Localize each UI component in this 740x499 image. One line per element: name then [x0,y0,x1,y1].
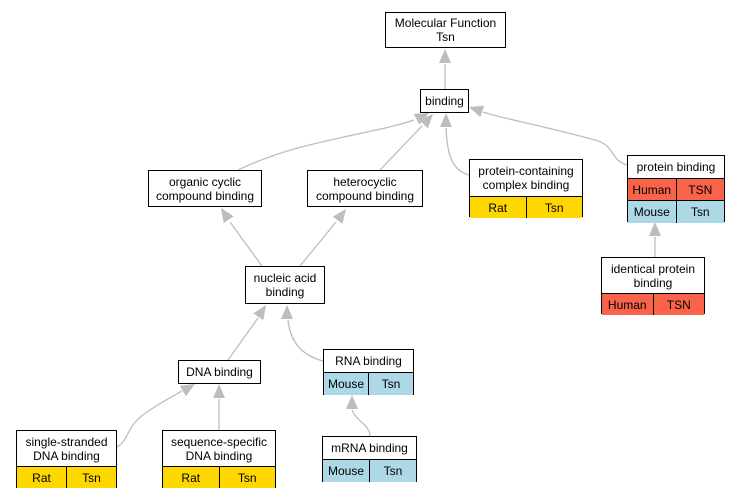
annotation-row: Rat Tsn [163,466,275,488]
arrowhead-organic-to-binding [413,113,429,125]
arrowhead-ipb-to-pb [649,222,661,236]
annotation-row: Mouse Tsn [323,459,416,482]
gene-cell: Tsn [369,460,416,482]
node-protein-containing-complex-binding[interactable]: protein-containing complex binding Rat T… [469,159,583,218]
arrowhead-mrna-to-rna [346,395,358,409]
annotation-row: Mouse Tsn [628,200,724,223]
edge-rna-to-nab [287,319,324,362]
annotation-row: Mouse Tsn [324,372,413,395]
species-cell: Human [628,179,676,200]
edge-ssdna-to-dna [116,390,183,448]
arrowhead-ssdna-to-dna [179,384,195,397]
node-label: organic cyclic compound binding [155,174,255,203]
node-label: mRNA binding [331,441,408,455]
arrowhead-pccb-to-binding [440,113,452,127]
species-cell: Mouse [324,373,368,395]
arrowhead-nab-to-organic [221,208,234,223]
gene-cell: Tsn [675,201,724,223]
node-label: binding [425,94,464,108]
node-single-stranded-dna-binding[interactable]: single-stranded DNA binding Rat Tsn [16,430,117,488]
node-label: single-stranded DNA binding [25,434,108,463]
arrowhead-hetero-to-binding [419,114,433,129]
node-heterocyclic-compound-binding[interactable]: heterocyclic compound binding [307,170,423,207]
node-label: protein binding [636,160,716,174]
node-sequence-specific-dna-binding[interactable]: sequence-specific DNA binding Rat Tsn [162,430,276,488]
arrowhead-binding-to-mf [439,49,451,63]
edge-organic-to-binding [237,119,415,171]
node-dna-binding[interactable]: DNA binding [178,360,261,384]
gene-cell: Tsn [525,197,582,218]
edge-pccb-to-binding [445,127,470,176]
arrowhead-ssdb-to-dna [213,384,225,398]
node-protein-binding[interactable]: protein binding Human TSN Mouse Tsn [627,155,725,223]
species-cell: Mouse [628,201,676,223]
species-cell: Rat [17,467,66,488]
node-label: Molecular Function Tsn [394,16,497,44]
node-label: identical protein binding [610,261,696,290]
node-molecular-function[interactable]: Molecular Function Tsn [385,12,506,48]
gene-cell: Tsn [66,467,116,488]
annotation-row: Rat Tsn [17,466,116,488]
node-label: heterocyclic compound binding [315,174,415,203]
species-cell: Mouse [323,460,369,482]
arrowhead-dna-to-nab [253,305,266,320]
gene-cell: TSN [675,179,724,200]
edge-hetero-to-binding [379,125,423,171]
node-rna-binding[interactable]: RNA binding Mouse Tsn [323,349,414,395]
edge-nab-to-organic [229,221,263,267]
gene-cell: Tsn [368,373,413,395]
edge-mrna-to-rna [351,409,371,437]
annotation-row: Human TSN [602,293,704,315]
node-binding[interactable]: binding [420,89,469,113]
edge-dna-to-nab [227,317,259,361]
arrowhead-nab-to-hetero [332,209,346,224]
species-cell: Rat [163,467,219,488]
gene-cell: Tsn [218,467,275,488]
species-cell: Human [602,294,653,315]
annotation-row: Rat Tsn [470,196,582,218]
node-label: DNA binding [186,365,253,379]
arrowhead-rna-to-nab [281,305,293,319]
node-identical-protein-binding[interactable]: identical protein binding Human TSN [601,257,705,315]
annotation-row: Human TSN [628,178,724,200]
node-label: sequence-specific DNA binding [170,434,268,463]
edge-nab-to-hetero [299,221,337,267]
node-label: nucleic acid binding [253,271,317,299]
gene-cell: TSN [652,294,704,315]
node-nucleic-acid-binding[interactable]: nucleic acid binding [245,266,325,304]
arrowhead-pb-to-binding [469,105,485,118]
species-cell: Rat [470,197,526,218]
node-label: RNA binding [335,354,402,368]
node-organic-cyclic-compound-binding[interactable]: organic cyclic compound binding [148,170,262,207]
node-label: protein-containing complex binding [478,164,574,192]
edge-pb-to-binding [482,111,628,166]
node-mrna-binding[interactable]: mRNA binding Mouse Tsn [322,436,417,482]
